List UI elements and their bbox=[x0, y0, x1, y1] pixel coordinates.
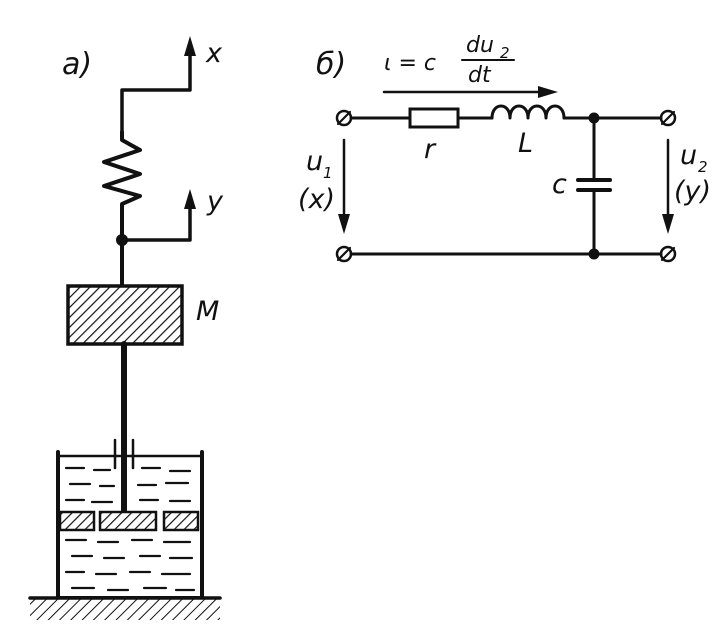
output-terminal-bottom bbox=[659, 245, 677, 263]
output-voltage-subscript: 2 bbox=[698, 158, 708, 176]
mass-label: M bbox=[196, 296, 219, 327]
current-eq-numerator-subscript: 2 bbox=[500, 44, 510, 62]
panel-a: а) x y M bbox=[28, 36, 224, 620]
input-voltage-subscript: 1 bbox=[323, 164, 333, 182]
current-eq-denominator: dt bbox=[468, 63, 492, 88]
current-arrow bbox=[382, 86, 558, 98]
input-terminal-bottom bbox=[335, 245, 353, 263]
resistor-label: r bbox=[424, 134, 437, 165]
mass-block bbox=[66, 284, 184, 346]
current-equation: ι = c du 2 dt bbox=[384, 33, 515, 88]
damper bbox=[56, 438, 204, 600]
current-eq-numerator: du bbox=[466, 33, 494, 58]
input-terminal-top bbox=[335, 109, 353, 127]
input-voltage-analog: (x) bbox=[298, 184, 335, 215]
spring bbox=[102, 130, 142, 242]
x-axis-label: x bbox=[205, 38, 223, 69]
output-voltage-analog: (y) bbox=[674, 176, 711, 207]
inductor-label: L bbox=[518, 128, 533, 159]
current-eq-lhs: ι = c bbox=[384, 51, 436, 76]
y-displacement-arrow bbox=[120, 189, 196, 242]
x-displacement-arrow bbox=[120, 36, 196, 134]
panel-a-label: а) bbox=[62, 47, 92, 82]
capacitor-label: c bbox=[552, 169, 567, 200]
output-terminal-top bbox=[659, 109, 677, 127]
ground bbox=[28, 596, 222, 620]
panel-b: б) ι = c du 2 dt bbox=[298, 33, 711, 263]
input-voltage-label: u bbox=[306, 146, 323, 177]
resistor bbox=[408, 107, 460, 129]
y-axis-label: y bbox=[206, 186, 224, 217]
output-voltage-label: u bbox=[680, 140, 697, 171]
inductor bbox=[490, 104, 566, 120]
output-voltage-arrow bbox=[662, 138, 674, 234]
input-voltage-arrow bbox=[338, 138, 350, 234]
panel-b-label: б) bbox=[316, 47, 346, 82]
